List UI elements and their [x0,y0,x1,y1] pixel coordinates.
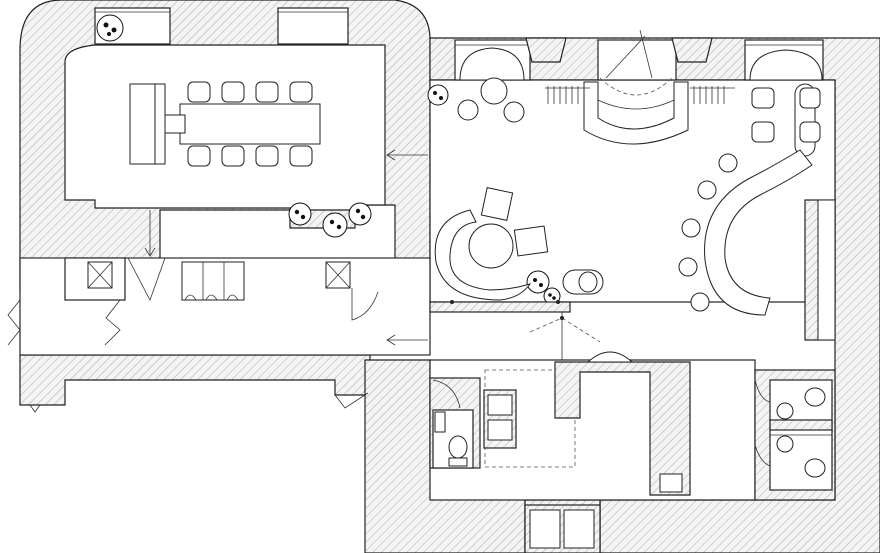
entrance-window [597,39,677,81]
storage-cabinet [181,261,245,301]
meeting-chairs [187,81,313,167]
window-2 [277,7,349,45]
chair [799,87,821,109]
storage-unit [563,509,595,549]
wall-shelf [817,199,836,341]
toilet-icon [448,435,468,459]
basin-icon [776,402,794,420]
chair [187,145,211,167]
pillar-2 [671,37,713,63]
credenza-edge [154,83,166,165]
toilet-tank [448,457,468,467]
basin-icon [776,435,794,453]
chair [751,87,775,109]
radiator-grille [545,86,735,104]
door-icon [754,379,771,403]
curved-sofa [434,209,532,301]
break-line-icon [29,404,41,413]
lounge-furniture [434,29,836,341]
desk-inner-line [597,99,675,110]
plant-icon [322,212,348,238]
stool [503,101,525,123]
door-icon [127,257,166,301]
arrow-down-icon [144,247,156,257]
entrance-door-leaf [605,35,646,79]
reception-curved-desk [583,81,689,145]
entrance-door-leaf [639,29,653,79]
chair [799,121,821,143]
toilet-divider [769,419,833,431]
bay-sofa [459,47,525,81]
round-side-table [480,77,508,105]
ottoman-inner [578,271,598,293]
chair [255,145,279,167]
credenza [129,83,156,165]
stool [718,153,738,173]
meeting-table-end [164,114,186,134]
chair [255,81,279,103]
chair [289,145,313,167]
lower-left-wall [19,354,371,406]
toilet-icon [804,458,826,478]
chair [289,81,313,103]
arrow-left-icon [386,149,396,161]
washer [487,394,513,416]
chair [221,145,245,167]
meeting-table [179,103,321,145]
chair [187,81,211,103]
armchair [513,225,549,257]
storage-unit [529,509,561,549]
armchair [480,187,514,221]
door-icon [334,392,369,409]
chair [221,81,245,103]
appliance [659,473,683,493]
round-coffee-table [468,223,514,269]
plants [96,14,561,305]
toilet-icon [804,387,826,407]
dryer [487,419,513,441]
stool [678,257,698,277]
exterior-walls [19,0,880,553]
basin-icon [434,411,446,433]
plant-icon [348,202,372,226]
entry-door-left [7,299,21,346]
bay-sofa-right [749,49,823,81]
door-icon [351,288,379,321]
stool [697,180,717,200]
entry-door-mid [104,299,121,346]
door-icon [432,379,461,409]
door-swing-arc [599,77,673,96]
kitchen-area [429,351,836,553]
plant-icon [288,202,312,226]
stool [690,292,710,312]
glass-door-swing [529,317,601,343]
door-icon [754,444,771,467]
curved-bar-counter [704,149,813,316]
arrow-left-icon [386,334,396,346]
meeting-table-group [129,81,321,167]
stool [457,99,479,121]
plant-icon [96,14,124,42]
sink-hood [586,351,634,363]
stool [681,218,701,238]
kitchen-counter [554,361,691,496]
bar-stools [678,153,738,312]
chair [751,121,775,143]
pillar-1 [525,37,567,63]
corridor [7,149,601,360]
plant-icon [427,84,449,106]
plant-icon [526,270,550,294]
